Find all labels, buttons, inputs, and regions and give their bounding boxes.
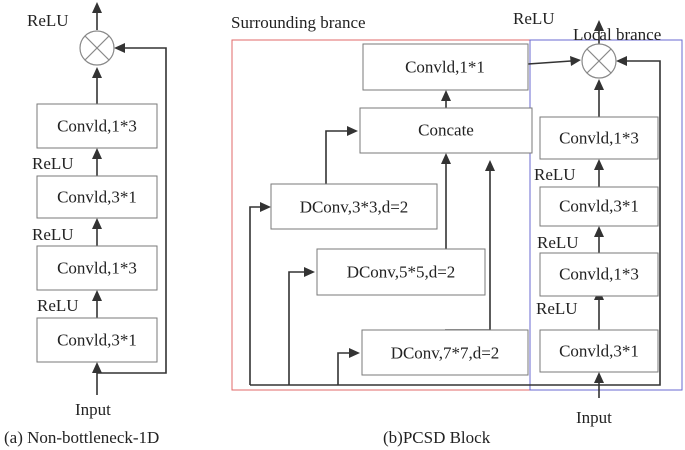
caption-a: (a) Non-bottleneck-1D	[4, 428, 159, 447]
conv-block-label: Convld,1*3	[57, 117, 137, 136]
relu-label: ReLU	[32, 154, 74, 173]
surrounding-branch-label: Surrounding brance	[231, 13, 366, 32]
arrowhead	[92, 67, 102, 78]
arrowhead	[349, 348, 360, 358]
relu-label: ReLU	[537, 233, 579, 252]
wire-b-to-dconv7	[337, 352, 350, 385]
relu-label: ReLU	[536, 299, 578, 318]
arrowhead	[304, 267, 315, 277]
panel-b: Convld,1*1 Concate DConv,3*3,d=2 DConv,5…	[231, 9, 683, 447]
conv-block-a-1: Convld,1*3	[36, 103, 158, 149]
arrowhead	[594, 226, 604, 237]
wire-b-residual	[599, 60, 661, 386]
conv-block-label: Convld,1*3	[559, 265, 639, 284]
wire-a-residual	[97, 47, 167, 374]
conv-block-label: Convld,3*1	[57, 331, 137, 350]
dconv-label: DConv,7*7,d=2	[391, 344, 500, 363]
arrowhead	[260, 202, 271, 212]
conv-block-label: Convld,1*3	[559, 129, 639, 148]
input-label: Input	[576, 408, 612, 427]
arrowhead	[347, 126, 358, 136]
arrowhead	[570, 56, 581, 66]
multiply-node-b	[581, 43, 617, 79]
conv-block-b-2: Convld,3*1	[539, 186, 659, 227]
relu-output-label: ReLU	[27, 11, 69, 30]
relu-label: ReLU	[32, 225, 74, 244]
local-branch-frame	[529, 39, 683, 391]
relu-label: ReLU	[37, 296, 79, 315]
conv-block-label: Convld,1*3	[57, 259, 137, 278]
conv-block-label: Convld,3*1	[559, 342, 639, 361]
conv-block-a-4: Convld,3*1	[36, 317, 158, 363]
arrowhead	[92, 2, 102, 13]
conv-block-b-1: Convld,1*3	[539, 116, 659, 160]
arrowhead	[594, 20, 604, 31]
panel-a: Convld,1*3 Convld,3*1 Convld,1*3 Convld,…	[4, 2, 167, 447]
wire-b-surround-to-mul	[527, 60, 572, 65]
conv-block-a-2: Convld,3*1	[36, 175, 158, 219]
conv-block-a-3: Convld,1*3	[36, 245, 158, 291]
arrowhead	[616, 56, 627, 66]
conv-block-b-3: Convld,1*3	[539, 252, 659, 297]
dconv-label: DConv,5*5,d=2	[347, 263, 456, 282]
concate-block: Concate	[359, 107, 533, 154]
wire-b-to-dconv5	[288, 271, 305, 385]
arrowhead	[92, 218, 102, 229]
arrowhead	[441, 90, 451, 101]
arrowhead	[441, 153, 451, 164]
conv-block-label: Convld,3*1	[57, 188, 137, 207]
wire-b-dconv3-out	[325, 130, 348, 184]
arrowhead	[594, 159, 604, 170]
arrowhead	[114, 43, 125, 53]
dconv-3x3-block: DConv,3*3,d=2	[270, 183, 438, 230]
conv-block-label: Convld,3*1	[559, 197, 639, 216]
relu-output-label: ReLU	[513, 9, 555, 28]
conv-1x1-label: Convld,1*1	[405, 58, 485, 77]
wire-b-to-dconv3	[249, 206, 262, 385]
concate-label: Concate	[418, 121, 474, 140]
relu-label: ReLU	[534, 165, 576, 184]
arrowhead	[594, 79, 604, 90]
multiply-node-a	[79, 30, 115, 66]
conv-1x1-block: Convld,1*1	[362, 43, 529, 91]
arrowhead	[92, 290, 102, 301]
arrowhead	[92, 362, 102, 373]
arrowhead	[92, 148, 102, 159]
arrowhead	[594, 372, 604, 383]
dconv-7x7-block: DConv,7*7,d=2	[361, 329, 529, 376]
arrowhead	[485, 160, 495, 171]
conv-block-b-4: Convld,3*1	[539, 329, 659, 373]
dconv-5x5-block: DConv,5*5,d=2	[316, 248, 486, 296]
input-label: Input	[75, 400, 111, 419]
local-branch-label: Local brance	[573, 25, 661, 44]
caption-b: (b)PCSD Block	[383, 428, 491, 447]
dconv-label: DConv,3*3,d=2	[300, 198, 409, 217]
